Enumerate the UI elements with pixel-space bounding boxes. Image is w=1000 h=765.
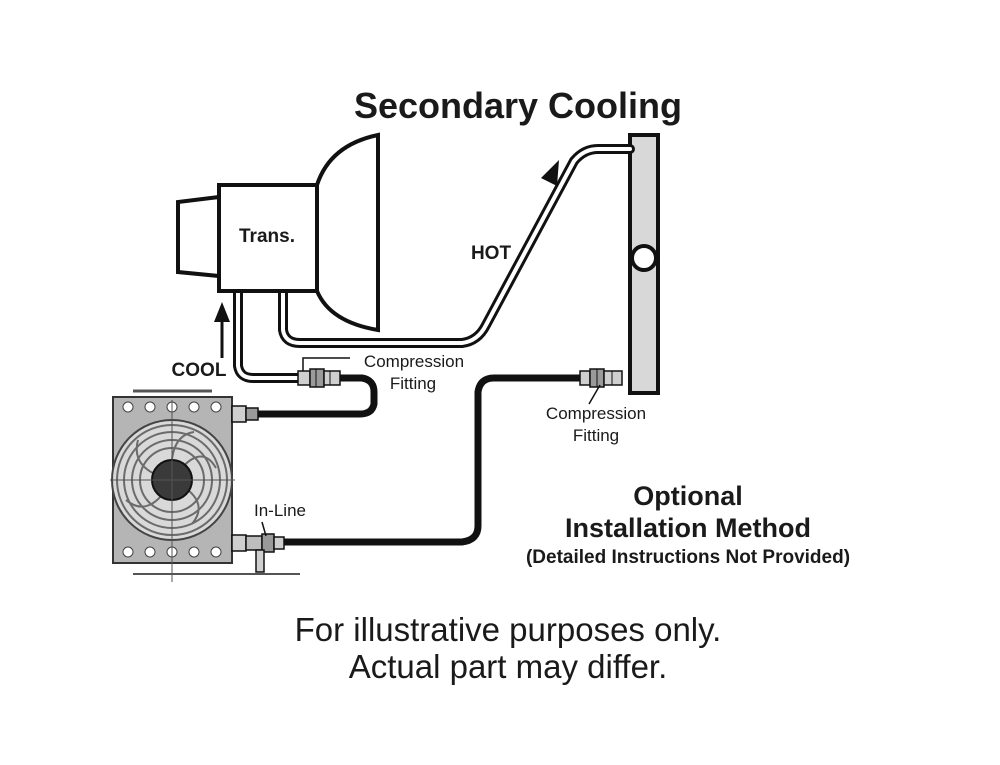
hot-line xyxy=(278,144,635,348)
disclaimer-line2: Actual part may differ. xyxy=(349,648,668,685)
compression-fitting-1-label-line2: Fitting xyxy=(390,374,436,393)
disclaimer-line1: For illustrative purposes only. xyxy=(295,611,722,648)
transmission xyxy=(176,132,380,333)
radiator xyxy=(628,133,660,395)
optional-note: (Detailed Instructions Not Provided) xyxy=(526,547,850,568)
compression-fitting-1 xyxy=(297,368,341,388)
cool-label: COOL xyxy=(172,360,227,381)
cool-line xyxy=(233,287,305,383)
hot-arrow-icon xyxy=(541,160,559,186)
compression-fitting-1-leader xyxy=(302,357,350,371)
transmission-cooler xyxy=(110,389,300,582)
compression-fitting-1-label-line1: Compression xyxy=(364,352,464,371)
optional-subheading: Installation Method xyxy=(565,513,811,543)
hot-label: HOT xyxy=(471,243,512,264)
radiator-cap xyxy=(630,244,658,272)
in-line-fitting xyxy=(245,533,285,573)
diagram-title: Secondary Cooling xyxy=(354,85,682,126)
compression-fitting-2-label-line2: Fitting xyxy=(573,426,619,445)
cool-arrow-icon xyxy=(214,302,230,358)
in-line-leader xyxy=(261,521,267,537)
trans-label: Trans. xyxy=(239,226,295,247)
optional-hose xyxy=(278,374,589,546)
optional-heading: Optional xyxy=(633,481,743,511)
compression-fitting-2-leader xyxy=(588,384,601,405)
cooler-return-hose xyxy=(254,374,378,418)
compression-fitting-2-label-line1: Compression xyxy=(546,404,646,423)
compression-fitting-2 xyxy=(579,368,623,388)
in-line-label: In-Line xyxy=(254,501,306,520)
